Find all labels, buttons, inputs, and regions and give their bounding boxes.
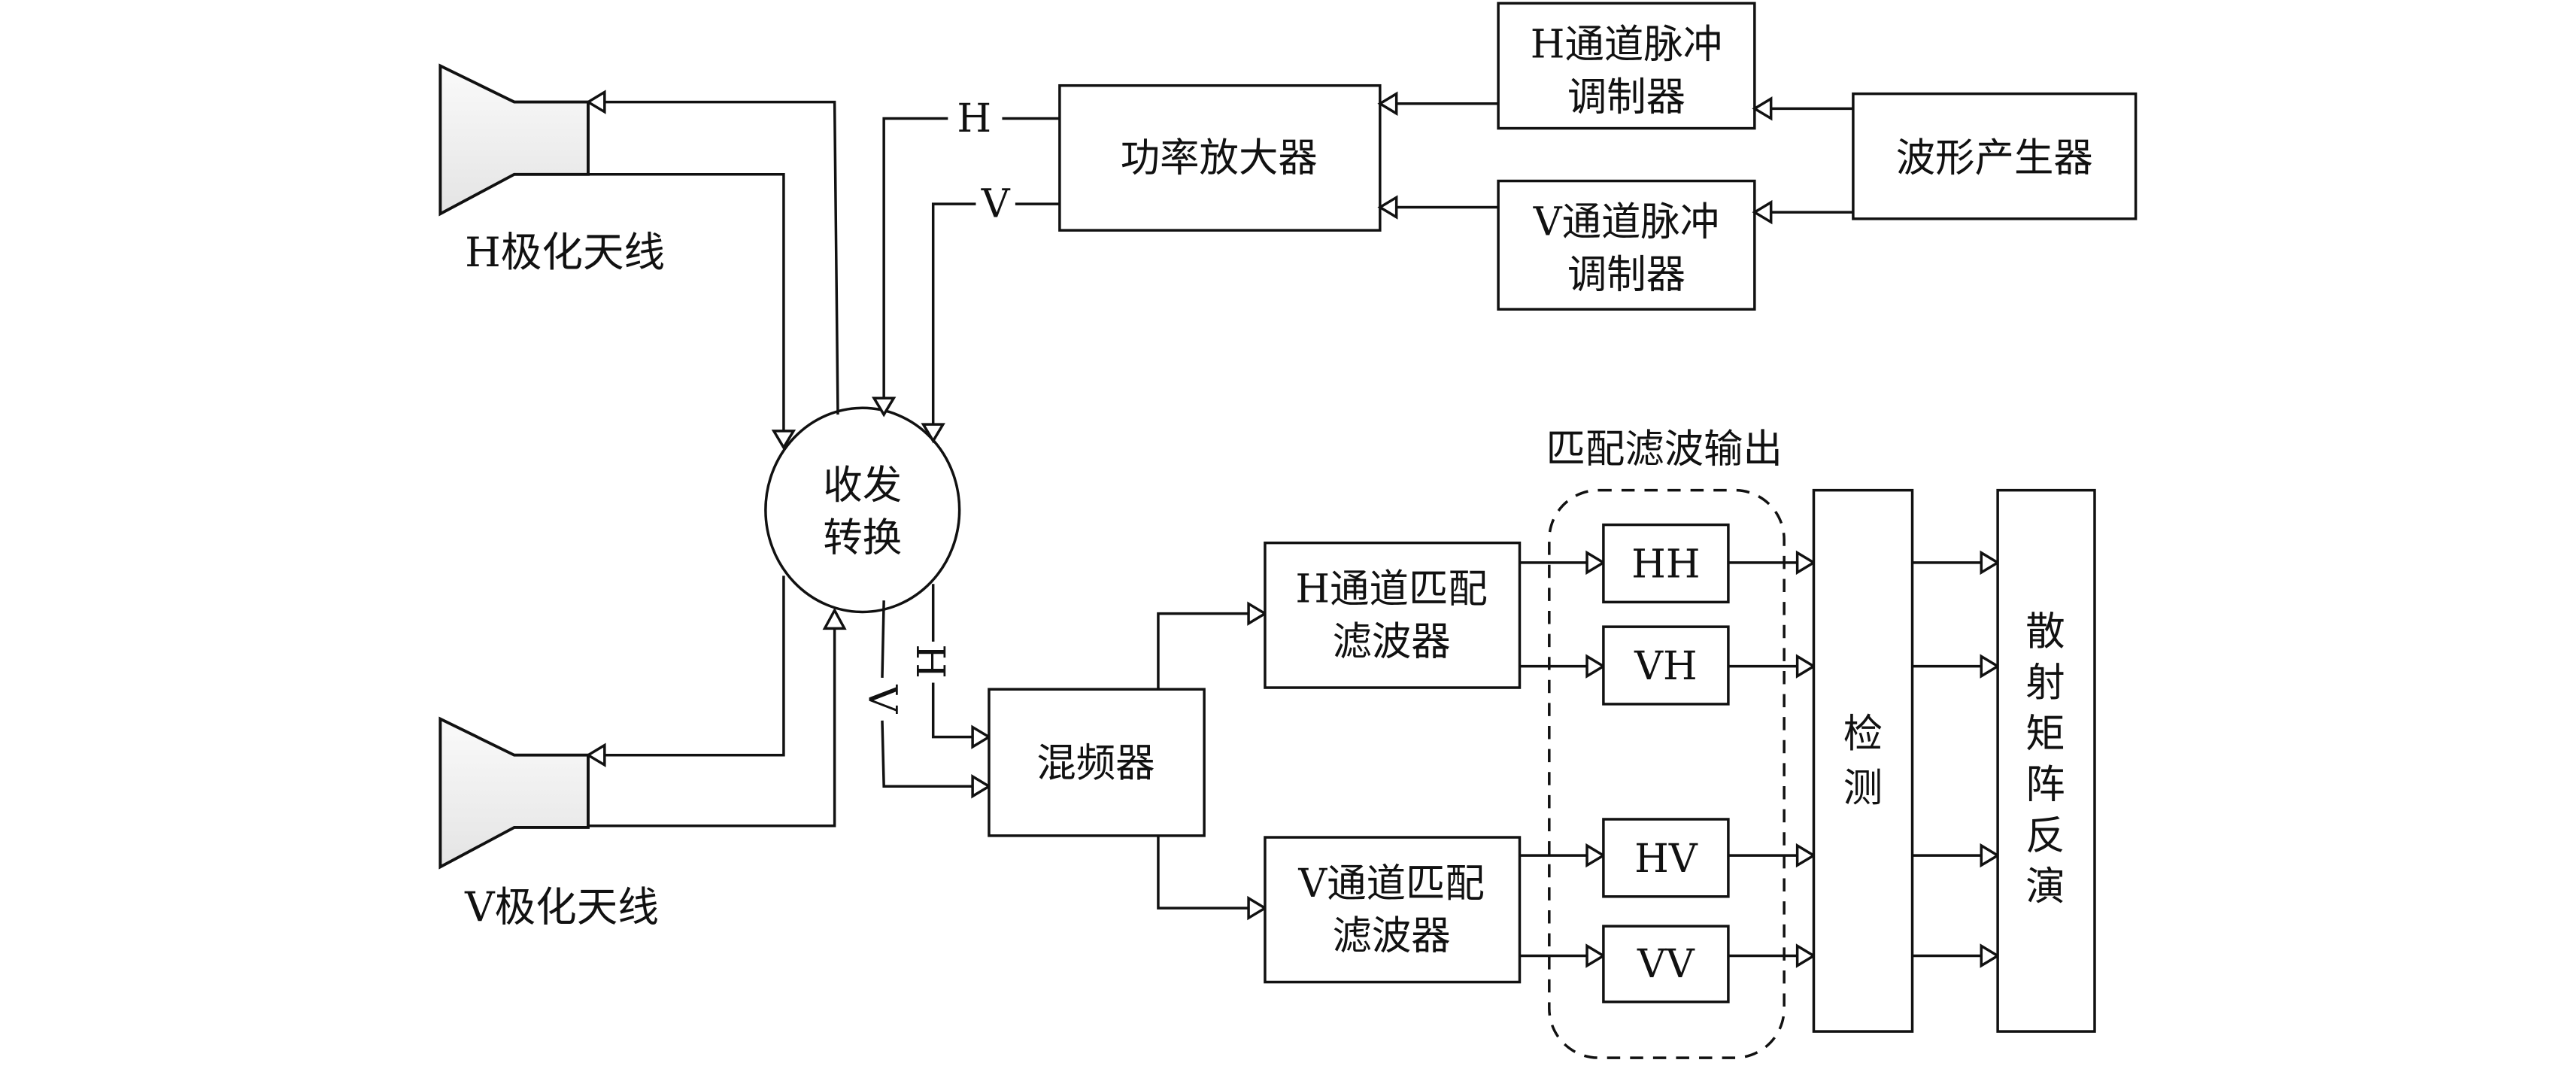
edge-label-tx-v: V xyxy=(981,181,1011,227)
arrowhead-into-detection-1 xyxy=(1795,550,1816,576)
v-antenna-horn-icon xyxy=(438,716,590,870)
arrowhead-into-detection-4 xyxy=(1795,943,1816,968)
arrowhead-into-switch-tx-v xyxy=(921,423,945,444)
arrowhead-into-hv xyxy=(1585,843,1607,868)
scatter-label-char1: 散 xyxy=(2025,609,2065,654)
arrowhead-into-vv xyxy=(1585,943,1607,968)
arrowhead-into-h-antenna xyxy=(585,90,606,114)
scatter-label-char5: 反 xyxy=(2025,812,2065,858)
arrowhead-into-vh xyxy=(1585,654,1607,679)
v-matched-filter-label-line2: 滤波器 xyxy=(1332,913,1450,959)
v-antenna-label: V极化天线 xyxy=(464,883,659,931)
scatter-label-char6: 演 xyxy=(2025,864,2065,910)
h-pulse-modulator-node: H通道脉冲 调制器 xyxy=(1497,2,1756,130)
v-pulse-modulator-label-line2: 调制器 xyxy=(1567,252,1685,298)
h-antenna-label: H极化天线 xyxy=(465,228,665,276)
arrowhead-into-power-amp-h xyxy=(1377,91,1398,116)
h-pulse-modulator-label-line1: H通道脉冲 xyxy=(1531,22,1722,68)
detection-label-char2: 测 xyxy=(1843,765,1883,811)
edge-switch-to-h-antenna xyxy=(604,100,839,415)
arrowhead-into-mixer-v xyxy=(971,774,992,799)
edge-switch-to-mixer-v xyxy=(881,600,885,678)
hv-label: HV xyxy=(1634,836,1698,882)
arrowhead-into-detection-3 xyxy=(1795,843,1816,868)
edge-switch-to-v-antenna xyxy=(604,576,785,757)
hv-channel-node: HV xyxy=(1602,818,1730,898)
vv-channel-node: VV xyxy=(1602,925,1730,1004)
edge-power-amp-to-switch-v-2 xyxy=(931,202,976,425)
v-antenna xyxy=(438,716,590,870)
arrowhead-into-power-amp-v xyxy=(1377,195,1398,220)
power-amplifier-node: 功率放大器 xyxy=(1058,84,1382,232)
waveform-generator-label: 波形产生器 xyxy=(1896,135,2093,181)
arrowhead-into-switch-from-h-antenna xyxy=(771,430,796,451)
edge-label-tx-h: H xyxy=(957,96,991,141)
edge-mixer-to-h-mf xyxy=(1157,612,1249,690)
hh-label: HH xyxy=(1631,542,1700,588)
tr-switch-label-line1: 收发 xyxy=(823,463,902,509)
v-pulse-modulator-label-line1: V通道脉冲 xyxy=(1533,199,1719,245)
h-matched-filter-label-line2: 滤波器 xyxy=(1332,618,1450,664)
h-antenna-horn-icon xyxy=(438,63,590,217)
vh-label: VH xyxy=(1634,643,1698,689)
arrowhead-into-scatter-4 xyxy=(1980,943,2001,968)
detection-node: 检 测 xyxy=(1812,488,1914,1033)
edge-switch-to-mixer-h-2 xyxy=(931,682,973,739)
power-amplifier-label: 功率放大器 xyxy=(1121,135,1318,181)
arrowhead-into-switch-from-v-antenna xyxy=(822,607,847,630)
arrowhead-into-detection-2 xyxy=(1795,654,1816,679)
arrowhead-into-switch-tx-h xyxy=(871,396,897,418)
edge-switch-to-mixer-v-2 xyxy=(881,720,973,788)
vh-channel-node: VH xyxy=(1602,625,1730,706)
h-matched-filter-label-line1: H通道匹配 xyxy=(1295,566,1487,612)
arrowhead-into-scatter-2 xyxy=(1980,654,2001,679)
mixer-label: 混频器 xyxy=(1036,740,1154,786)
arrowhead-into-hh xyxy=(1585,550,1607,576)
arrowhead-into-mixer-h xyxy=(971,724,992,749)
edge-label-rx-h: H xyxy=(907,644,953,679)
scatter-label-char2: 射 xyxy=(2025,660,2065,706)
detection-label-char1: 检 xyxy=(1843,711,1883,757)
hh-channel-node: HH xyxy=(1602,523,1730,604)
v-matched-filter-node: V通道匹配 滤波器 xyxy=(1264,836,1522,984)
arrowhead-into-v-pulse xyxy=(1752,199,1773,225)
edge-label-rx-v: V xyxy=(860,684,906,714)
scatter-label-char3: 矩 xyxy=(2025,711,2065,757)
edge-v-antenna-to-switch xyxy=(587,628,836,828)
arrowhead-into-h-mf xyxy=(1247,601,1268,626)
waveform-generator-node: 波形产生器 xyxy=(1852,92,2138,220)
vv-label: VV xyxy=(1637,941,1695,987)
arrowhead-into-scatter-1 xyxy=(1980,550,2001,576)
edge-mixer-to-v-mf xyxy=(1157,835,1249,910)
edge-power-amp-to-switch-h-2 xyxy=(882,117,948,399)
arrowhead-into-scatter-3 xyxy=(1980,843,2001,868)
edge-h-antenna-to-switch xyxy=(587,173,785,431)
mixer-node: 混频器 xyxy=(988,688,1206,837)
h-pulse-modulator-label-line2: 调制器 xyxy=(1567,74,1685,120)
tr-switch-node: 收发 转换 xyxy=(764,406,961,614)
tr-switch-label-line2: 转换 xyxy=(823,515,902,561)
scatter-label-char4: 阵 xyxy=(2025,762,2065,808)
mf-output-group-label: 匹配滤波输出 xyxy=(1546,426,1782,472)
arrowhead-into-v-antenna xyxy=(585,743,606,767)
v-pulse-modulator-node: V通道脉冲 调制器 xyxy=(1497,179,1756,311)
h-matched-filter-node: H通道匹配 滤波器 xyxy=(1264,541,1522,689)
arrowhead-into-h-pulse xyxy=(1752,96,1773,121)
arrowhead-into-v-mf xyxy=(1247,895,1268,921)
v-matched-filter-label-line1: V通道匹配 xyxy=(1297,861,1484,907)
mf-output-group-boundary xyxy=(1548,488,1786,1059)
scatter-matrix-inversion-node: 散 射 矩 阵 反 演 xyxy=(1996,488,2096,1033)
h-antenna xyxy=(438,63,590,217)
